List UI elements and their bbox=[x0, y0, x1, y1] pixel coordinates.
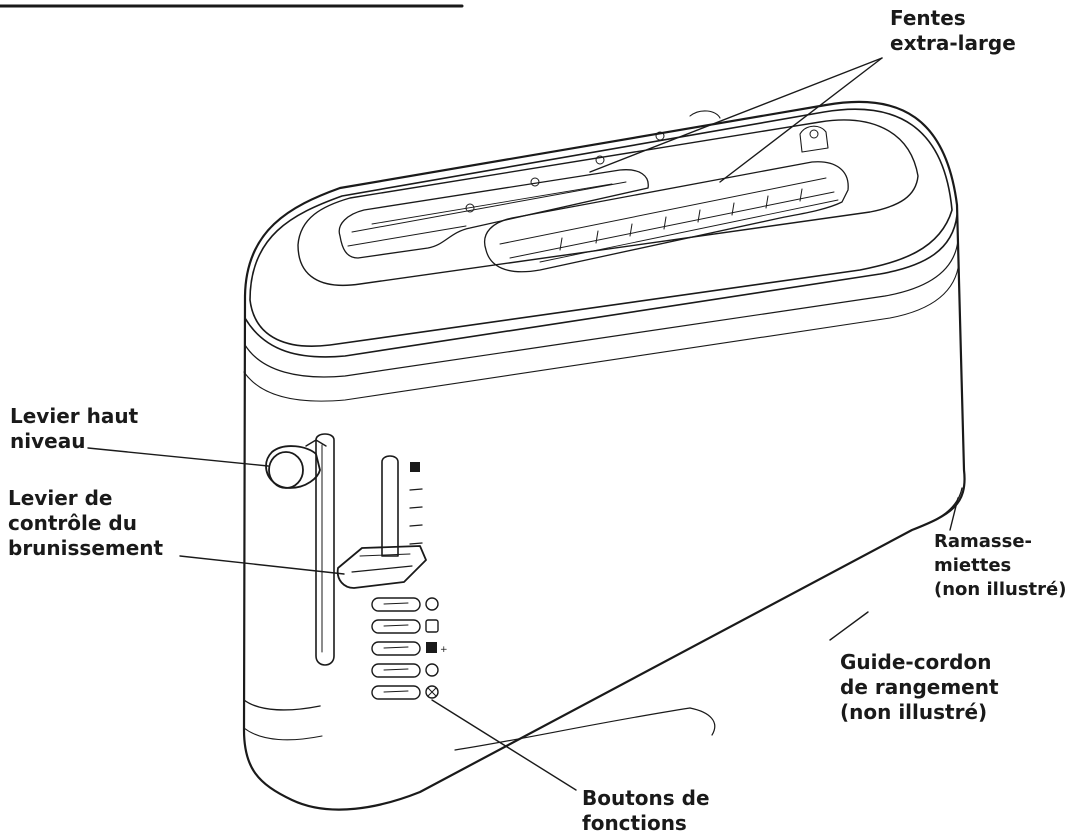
label-function-buttons-line1: Boutons de bbox=[582, 786, 710, 810]
label-crumb-tray-line3: (non illustré) bbox=[934, 579, 1067, 600]
label-shade-lever-line2: contrôle du bbox=[8, 511, 137, 535]
leader-function-buttons bbox=[431, 699, 577, 791]
cancel-icon bbox=[425, 685, 439, 699]
leader-slots-left bbox=[589, 57, 883, 173]
label-shade-lever-line3: brunissement bbox=[8, 536, 164, 560]
label-crumb-tray: Ramasse- miettes (non illustré) bbox=[934, 530, 1066, 602]
label-cord-wrap-line2: de rangement bbox=[840, 675, 999, 699]
label-cord-wrap: Guide-cordon de rangement (non illustré) bbox=[840, 650, 999, 725]
label-lift-lever-line1: Levier haut bbox=[10, 404, 139, 428]
shade-indicator-icon bbox=[410, 462, 420, 472]
function-button-2 bbox=[371, 619, 439, 634]
shade-lever bbox=[336, 455, 427, 589]
label-slots-line1: Fentes bbox=[890, 6, 966, 30]
label-lift-lever: Levier haut niveau bbox=[10, 404, 138, 454]
leader-shade-lever bbox=[179, 555, 345, 575]
label-lift-lever-line2: niveau bbox=[10, 429, 86, 453]
leader-crumb-tray bbox=[949, 497, 959, 531]
lift-icon bbox=[425, 663, 439, 677]
leader-cord-wrap bbox=[829, 611, 869, 641]
label-function-buttons-line2: fonctions bbox=[582, 811, 687, 835]
bagel-icon bbox=[425, 597, 439, 611]
label-slots: Fentes extra-large bbox=[890, 6, 1016, 56]
function-button-1 bbox=[371, 597, 439, 612]
defrost-icon bbox=[425, 619, 439, 633]
label-slots-line2: extra-large bbox=[890, 31, 1016, 55]
leader-lift-lever bbox=[87, 447, 269, 467]
label-cord-wrap-line1: Guide-cordon bbox=[840, 650, 992, 674]
function-button-5 bbox=[371, 685, 439, 700]
toaster-body bbox=[242, 100, 966, 811]
svg-text:+: + bbox=[440, 645, 448, 655]
function-button-4 bbox=[371, 663, 439, 678]
toaster-slots bbox=[338, 110, 849, 273]
function-buttons: + bbox=[371, 597, 448, 700]
function-button-3: + bbox=[371, 641, 448, 656]
label-function-buttons: Boutons de fonctions bbox=[582, 786, 710, 836]
lift-lever bbox=[265, 433, 335, 666]
reheat-icon bbox=[426, 642, 437, 653]
leader-slots-right bbox=[719, 57, 883, 183]
label-cord-wrap-line3: (non illustré) bbox=[840, 700, 988, 724]
label-crumb-tray-line1: Ramasse- bbox=[934, 531, 1033, 552]
label-shade-lever-line1: Levier de bbox=[8, 486, 113, 510]
label-crumb-tray-line2: miettes bbox=[934, 555, 1012, 576]
label-shade-lever: Levier de contrôle du brunissement bbox=[8, 486, 163, 561]
leader-lines bbox=[87, 57, 959, 791]
shade-scale bbox=[409, 462, 423, 545]
